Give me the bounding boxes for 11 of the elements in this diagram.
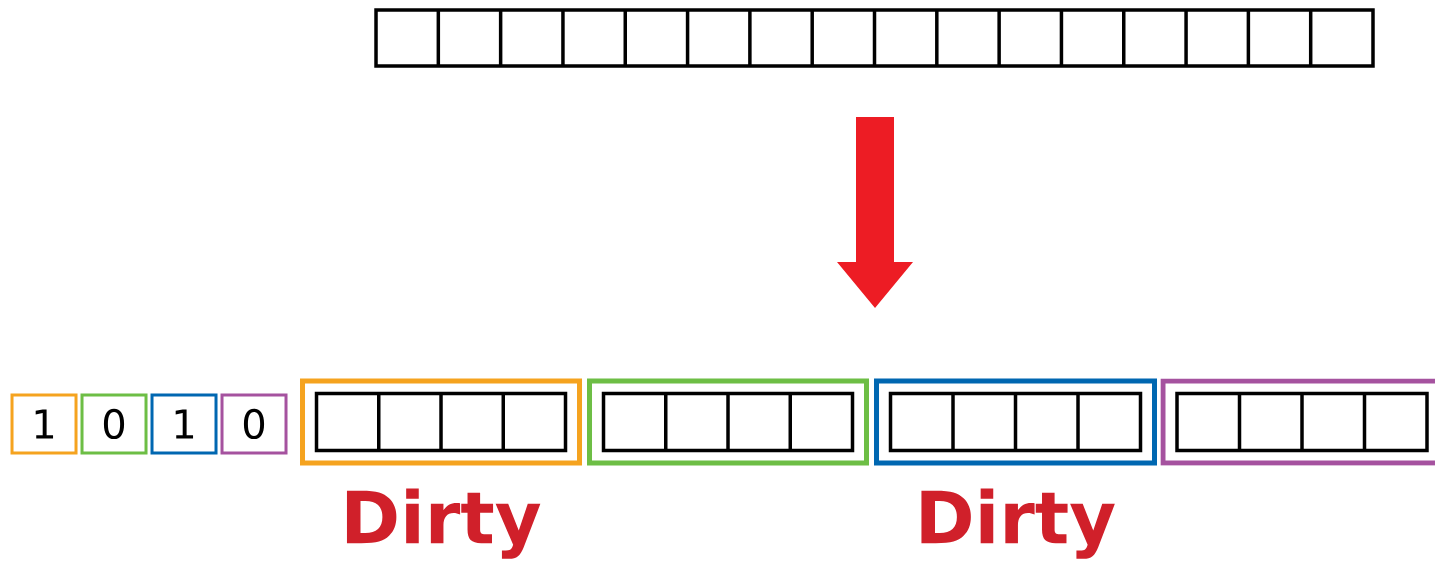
bit-box: 0 xyxy=(220,393,288,455)
block-group xyxy=(874,378,1157,466)
dirty-label: Dirty xyxy=(346,488,541,559)
block-group xyxy=(300,378,582,466)
block-group xyxy=(587,378,869,466)
memory-array xyxy=(374,8,1375,68)
bit-box: 0 xyxy=(80,393,148,455)
bit-box: 1 xyxy=(150,393,218,455)
bit-box: 1 xyxy=(10,393,78,455)
block-group xyxy=(1160,378,1435,466)
dirty-label: Dirty xyxy=(921,488,1115,559)
